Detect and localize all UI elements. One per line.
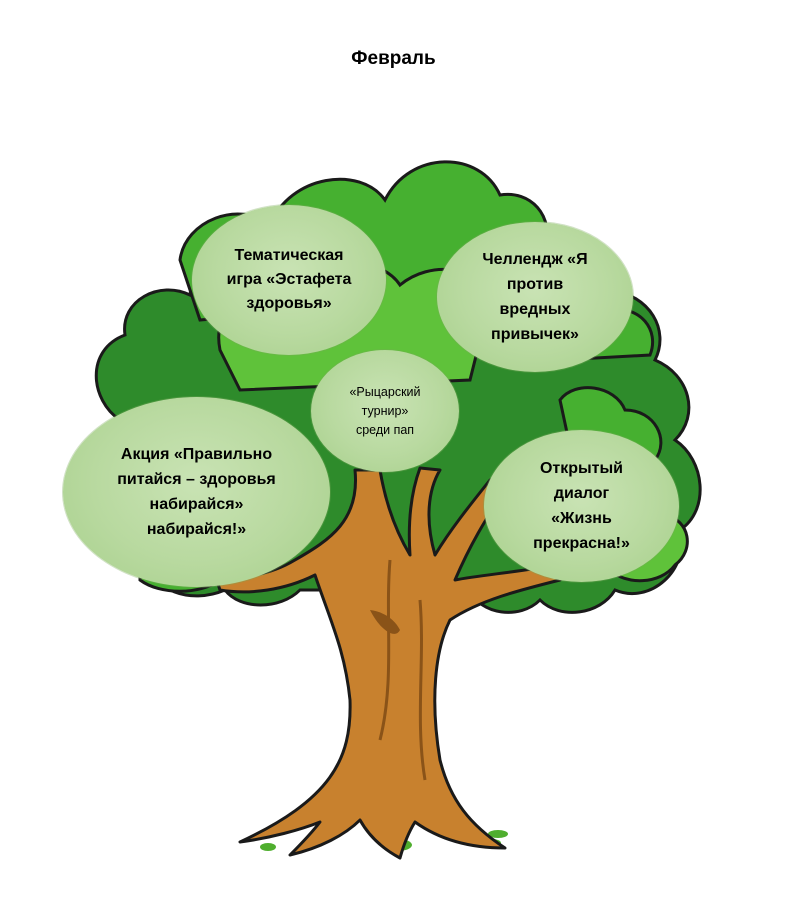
- bubble-challenge-text: Челлендж «Я против вредных привычек»: [482, 251, 588, 343]
- page-title: Февраль: [351, 48, 436, 69]
- bubble-relay-game: Тематическая игра «Эстафета здоровья»: [192, 205, 386, 355]
- bubble-healthy-eating-text: Акция «Правильно питайся – здоровья наби…: [117, 446, 276, 538]
- bubble-knight-tournament: «Рыцарский турнир» среди пап: [311, 350, 459, 472]
- bubble-healthy-eating: Акция «Правильно питайся – здоровья наби…: [63, 397, 330, 587]
- bubble-open-dialogue: Открытый диалог «Жизнь прекрасна!»: [484, 430, 679, 582]
- trunk: [213, 466, 562, 860]
- bubble-relay-game-text: Тематическая игра «Эстафета здоровья»: [226, 247, 352, 312]
- bubble-open-dialogue-text: Открытый диалог «Жизнь прекрасна!»: [533, 460, 630, 552]
- bubble-knight-tournament-text: «Рыцарский турнир» среди пап: [349, 384, 421, 437]
- bubble-challenge: Челлендж «Я против вредных привычек»: [437, 222, 633, 372]
